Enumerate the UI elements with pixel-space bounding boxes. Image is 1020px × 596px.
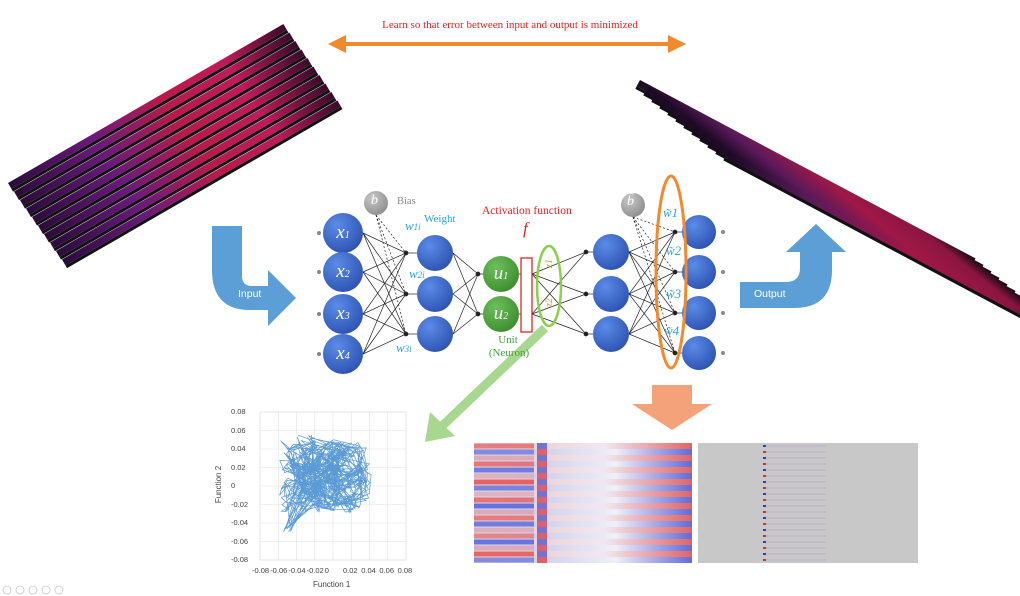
code-node-2 xyxy=(483,296,519,332)
y-tick-label: -0.04 xyxy=(231,518,249,527)
bias-b-tilde-symbol: b̃ xyxy=(627,194,634,209)
side-dots xyxy=(317,230,725,356)
bias-b-symbol: b xyxy=(371,193,378,208)
z1-label: z1 xyxy=(543,259,555,268)
x-tick-label: -0.02 xyxy=(306,566,324,575)
signal-strip xyxy=(20,41,301,209)
x-tick-label: 0.08 xyxy=(397,566,413,575)
y-tick-label: -0.08 xyxy=(231,555,249,564)
output-signal-stack xyxy=(635,80,1020,339)
y-tick-label: 0 xyxy=(231,481,236,490)
x-tick-label: 0.02 xyxy=(343,566,358,575)
bias-label: Bias xyxy=(397,196,416,207)
latent-ellipse xyxy=(535,244,563,328)
hidden1-node-3 xyxy=(417,316,453,352)
signal-strip xyxy=(8,24,289,192)
weight-label: Weight xyxy=(424,213,456,225)
input-signal-stack xyxy=(8,24,343,269)
signal-strip xyxy=(38,66,319,235)
output-node-2 xyxy=(682,255,716,289)
weight-out-4-label: w̃4 xyxy=(664,323,680,338)
signal-strip xyxy=(56,92,337,260)
weight-out-1-label: w̃1 xyxy=(663,205,679,220)
y-axis-title: Function 2 xyxy=(214,465,224,504)
z2-label: z2 xyxy=(543,298,555,307)
signal-strip xyxy=(44,75,325,243)
output-label: Output xyxy=(754,288,786,300)
x-tick-label: -0.08 xyxy=(252,566,270,575)
hidden2-node-3 xyxy=(593,316,629,352)
signal-strip xyxy=(32,58,313,226)
banner-text: Learn so that error between input and ou… xyxy=(382,19,638,31)
hidden-layer-2 xyxy=(593,234,629,352)
output-node-3 xyxy=(682,296,716,330)
scatter-plot xyxy=(259,411,407,561)
signal-strip xyxy=(62,100,343,269)
weight-out-3-label: w̃3 xyxy=(666,286,682,301)
heatmap-right xyxy=(698,443,918,563)
x-axis-title: Function 1 xyxy=(313,580,351,589)
x2-label: x2 xyxy=(336,261,350,282)
y-tick-label: -0.06 xyxy=(231,536,249,546)
latent-to-plot-arrow xyxy=(425,324,549,442)
network-edges xyxy=(362,214,682,356)
x-tick-label: -0.04 xyxy=(288,566,306,575)
x-tick-label: -0.06 xyxy=(270,566,288,575)
weight-w3i-label: w3i xyxy=(396,340,412,355)
weight-out-2-label: w̃2 xyxy=(666,243,682,258)
input-layer xyxy=(323,213,363,374)
bias-node xyxy=(364,191,388,215)
weight-w2i-label: w2i xyxy=(409,266,425,281)
u1-label: u1 xyxy=(493,263,509,284)
hidden1-node-2 xyxy=(417,276,453,312)
neuron-label: (Neuron) xyxy=(488,347,530,359)
weights-to-heatmap-arrow xyxy=(632,385,712,430)
activation-f-symbol: f xyxy=(523,219,528,238)
learn-double-arrow xyxy=(328,35,686,53)
u2-label: u2 xyxy=(493,303,509,324)
weight-w1i-label: w1i xyxy=(405,218,421,233)
x4-label: x4 xyxy=(336,343,350,364)
activation-function-label: Activation function xyxy=(482,205,572,217)
input-node-3 xyxy=(323,294,363,334)
code-node-1 xyxy=(483,256,519,292)
hidden2-node-1 xyxy=(593,234,629,270)
y-tick-label: 0.08 xyxy=(231,407,246,416)
output-layer xyxy=(682,215,716,370)
x-tick-label: 0.04 xyxy=(361,566,376,575)
y-tick-label: 0.04 xyxy=(231,444,246,453)
y-tick-label: -0.02 xyxy=(231,499,249,509)
function-trajectory xyxy=(279,434,372,533)
unit-label: Unit xyxy=(498,334,518,346)
output-node-4 xyxy=(682,336,716,370)
input-node-1 xyxy=(323,213,363,253)
input-node-2 xyxy=(323,252,363,292)
slide-toolbar[interactable] xyxy=(2,585,64,595)
y-tick-label: 0.06 xyxy=(231,425,246,435)
hidden-layer-1 xyxy=(417,235,453,352)
input-node-4 xyxy=(323,334,363,374)
y-tick-label: 0.02 xyxy=(231,462,246,472)
signal-strip xyxy=(14,32,295,201)
input-arrow xyxy=(212,226,296,326)
bias-node-tilde xyxy=(621,193,645,217)
x1-label: x1 xyxy=(336,222,350,243)
output-weight-ellipse xyxy=(654,174,688,370)
hidden2-node-2 xyxy=(593,276,629,312)
signal-strip xyxy=(26,49,307,218)
input-label: Input xyxy=(238,288,262,300)
signal-strip xyxy=(723,151,1020,339)
x3-label: x3 xyxy=(336,303,350,324)
heatmap-left xyxy=(474,443,692,563)
activation-box xyxy=(520,257,533,333)
hidden1-node-1 xyxy=(417,235,453,271)
x-tick-label: 0.06 xyxy=(379,566,394,575)
signal-strip xyxy=(50,83,331,252)
output-node-1 xyxy=(682,215,716,249)
x-tick-label: 0 xyxy=(324,566,329,575)
output-arrow xyxy=(740,224,846,308)
code-layer xyxy=(483,256,519,332)
